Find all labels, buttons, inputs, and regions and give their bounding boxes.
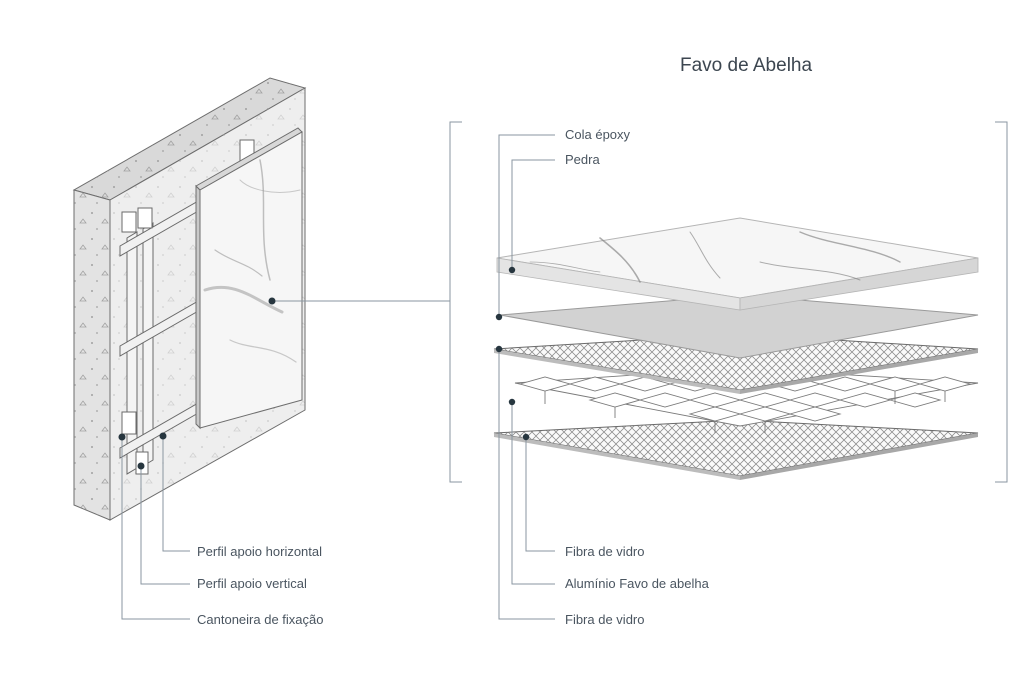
stone-panel-edge xyxy=(195,184,201,430)
horizontal-support-profile xyxy=(119,199,201,459)
layer-labels: Cola époxy Pedra Fibra de vidro Alumínio… xyxy=(565,127,710,627)
connector-dot xyxy=(268,297,276,305)
layer-pedra xyxy=(496,217,979,311)
wall-leaders xyxy=(118,432,190,620)
label-pedra: Pedra xyxy=(565,152,600,167)
layer-leaders xyxy=(495,134,555,620)
layer-brackets xyxy=(449,121,1008,483)
page-title: Favo de Abelha xyxy=(680,55,812,76)
label-fibra-superior: Fibra de vidro xyxy=(565,544,644,559)
wall-labels: Perfil apoio horizontal Perfil apoio ver… xyxy=(197,544,323,627)
layer-cola-epoxy xyxy=(499,294,979,359)
label-fibra-inferior: Fibra de vidro xyxy=(565,612,644,627)
label-aluminio: Alumínio Favo de abelha xyxy=(565,576,710,591)
label-cantoneira: Cantoneira de fixação xyxy=(197,612,323,627)
label-cola-epoxy: Cola époxy xyxy=(565,127,631,142)
stone-panel-front xyxy=(199,131,303,429)
wall-assembly xyxy=(72,77,307,521)
exploded-layers xyxy=(493,217,979,480)
label-perfil-horizontal: Perfil apoio horizontal xyxy=(197,544,322,559)
label-perfil-vertical: Perfil apoio vertical xyxy=(197,576,307,591)
